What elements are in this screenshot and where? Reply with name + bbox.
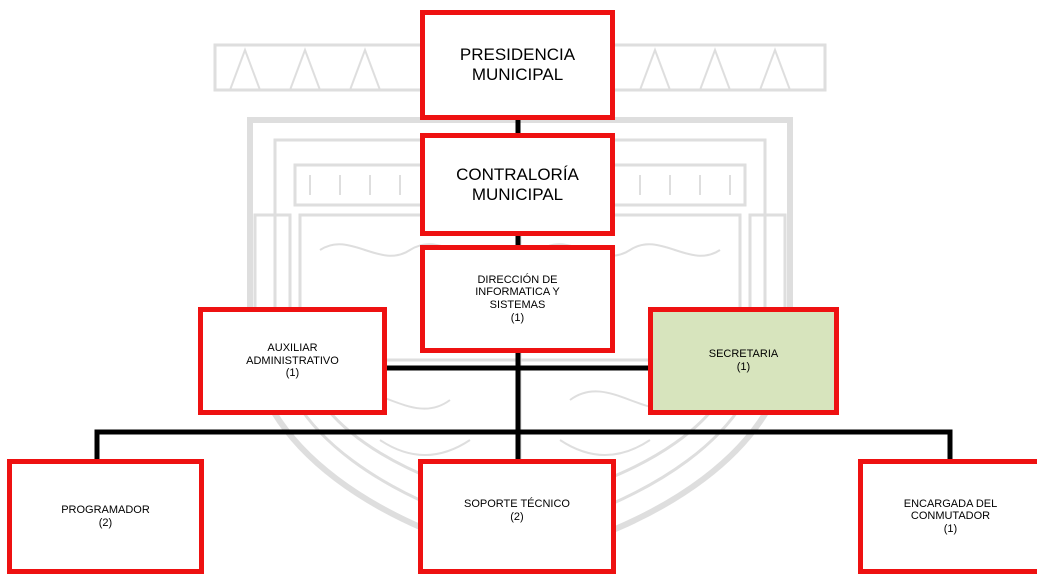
node-presidencia-municipal: PRESIDENCIA MUNICIPAL [420, 10, 615, 120]
node-soporte-label: SOPORTE TÉCNICO (2) [464, 498, 570, 523]
node-secretaria: SECRETARIA (1) [648, 307, 839, 415]
node-programador-label: PROGRAMADOR (2) [61, 503, 150, 529]
node-encargada-conmutador: ENCARGADA DEL CONMUTADOR (1) [858, 459, 1037, 574]
node-encargada-label: ENCARGADA DEL CONMUTADOR (1) [903, 497, 998, 535]
node-soporte-tecnico: SOPORTE TÉCNICO (2) [418, 459, 616, 574]
node-auxiliar-administrativo: AUXILIAR ADMINISTRATIVO (1) [198, 307, 387, 415]
node-secretaria-label: SECRETARIA (1) [708, 348, 779, 373]
node-direccion-informatica: DIRECCIÓN DE INFORMATICA Y SISTEMAS (1) [420, 245, 615, 353]
node-programador: PROGRAMADOR (2) [7, 459, 204, 574]
node-auxiliar-label: AUXILIAR ADMINISTRATIVO (1) [246, 342, 339, 380]
node-contraloria-label: CONTRALORÍA MUNICIPAL [456, 164, 579, 204]
node-direccion-label: DIRECCIÓN DE INFORMATICA Y SISTEMAS (1) [475, 273, 560, 324]
node-presidencia-label: PRESIDENCIA MUNICIPAL [459, 45, 576, 84]
node-contraloria-municipal: CONTRALORÍA MUNICIPAL [420, 133, 615, 236]
